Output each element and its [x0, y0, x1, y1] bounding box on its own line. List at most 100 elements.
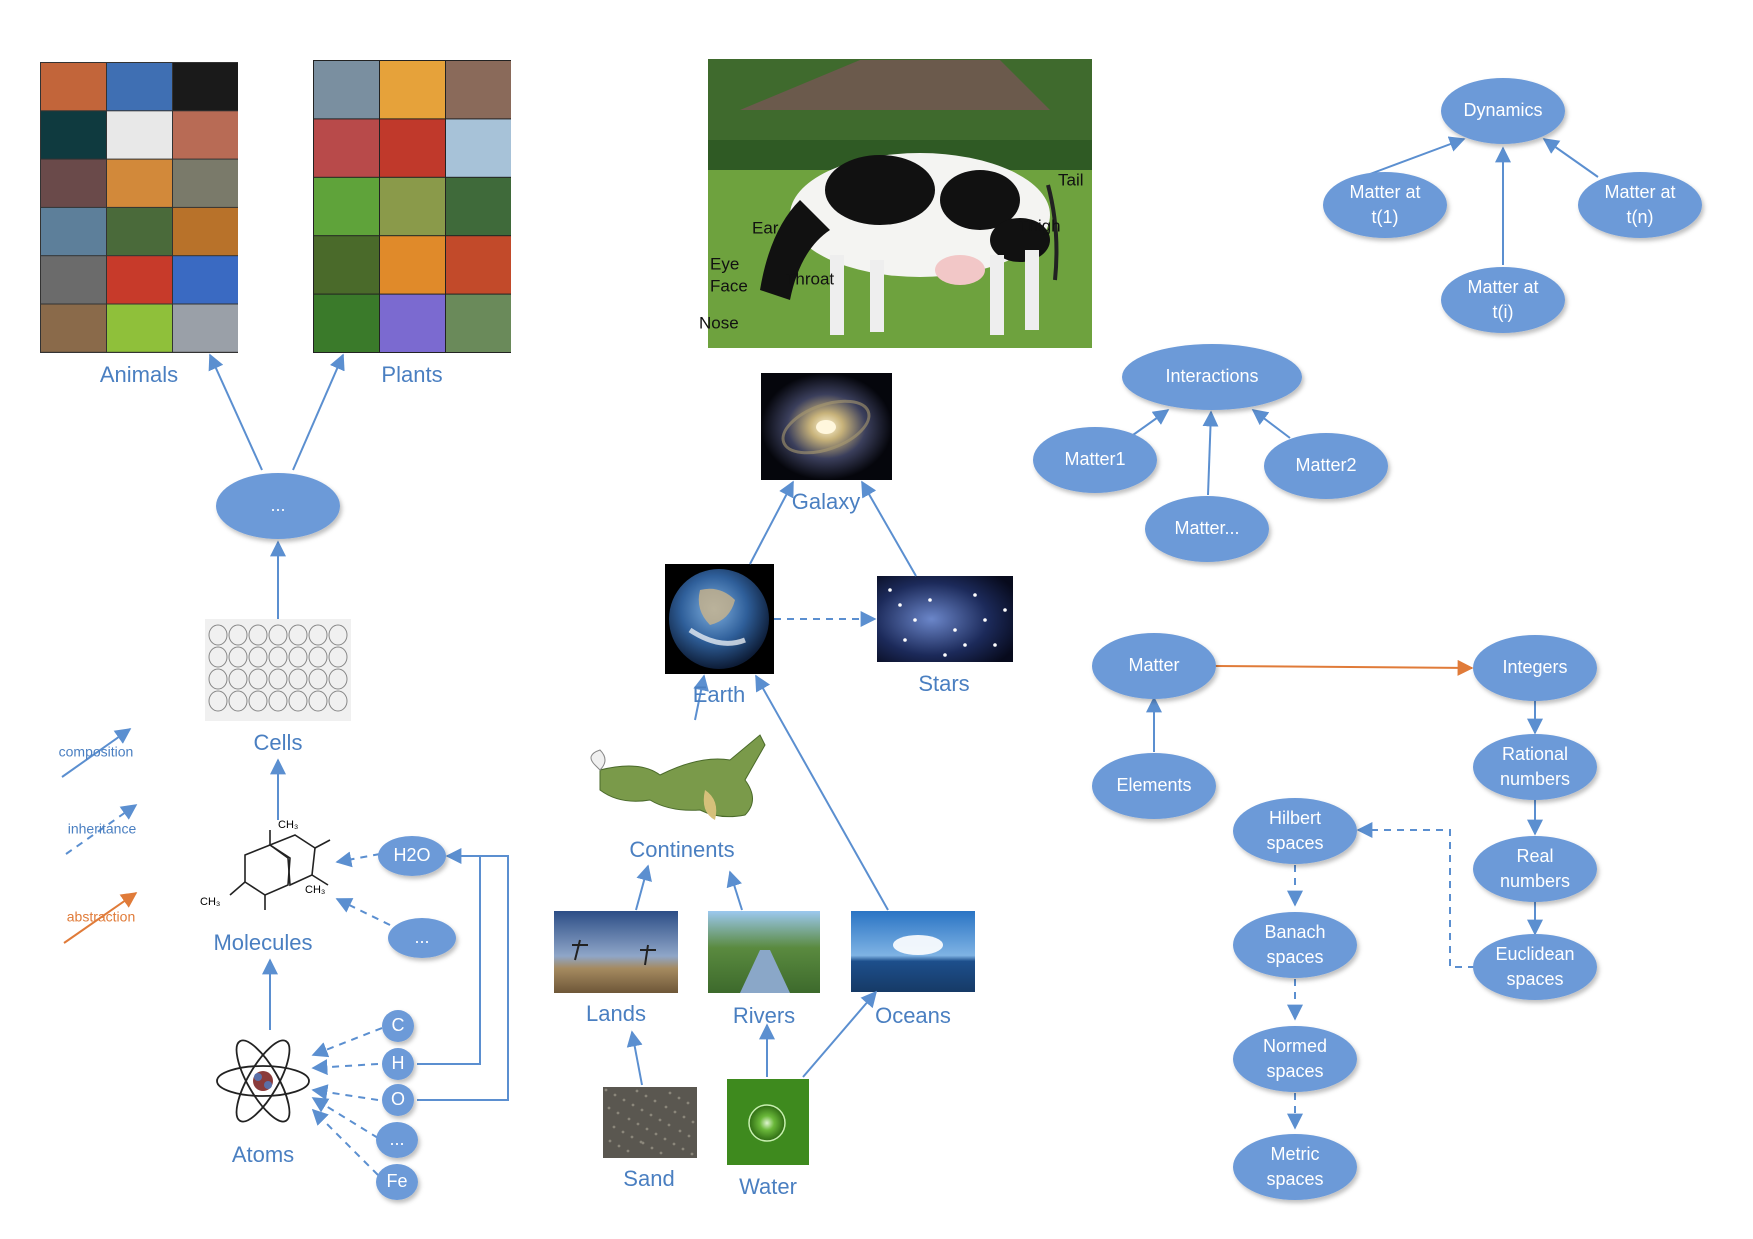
svg-text:Normed: Normed [1263, 1036, 1327, 1056]
node-real-numbers: Real numbers [1473, 836, 1597, 902]
cow-label-face: Face [710, 276, 748, 295]
edge-h-h2o [417, 848, 481, 1065]
node-h: H [382, 1048, 414, 1080]
label-oceans: Oceans [875, 1003, 951, 1028]
legend-composition-arrow [61, 728, 132, 778]
plant-collage-image [313, 60, 511, 353]
lands-photo-image [554, 911, 678, 993]
sand-photo-image [603, 1087, 697, 1158]
svg-text:Matter2: Matter2 [1295, 455, 1356, 475]
svg-text:Dynamics: Dynamics [1463, 100, 1542, 120]
galaxy-image [761, 373, 892, 480]
edge-tn-dynamics [1542, 138, 1599, 178]
label-lands: Lands [586, 1001, 646, 1026]
cow-label-ear: Ear [752, 218, 779, 237]
label-galaxy: Galaxy [792, 489, 860, 514]
edge-fe-atoms [311, 1108, 379, 1176]
svg-text:Matter at: Matter at [1604, 182, 1675, 202]
edge-sand-lands [626, 1030, 643, 1086]
label-stars: Stars [918, 671, 969, 696]
legend-composition: composition [59, 744, 134, 760]
edge-oceans-earth [755, 674, 889, 911]
atom-icon [216, 1039, 310, 1123]
label-molecules: Molecules [213, 930, 312, 955]
legend-inheritance: inheritance [68, 821, 137, 837]
label-water: Water [739, 1174, 797, 1199]
node-interactions: Interactions [1122, 344, 1302, 410]
svg-text:Elements: Elements [1116, 775, 1191, 795]
svg-text:Matter...: Matter... [1174, 518, 1239, 538]
edge-c-atoms [311, 1027, 383, 1058]
svg-text:Euclidean: Euclidean [1495, 944, 1574, 964]
node-atom-more: ... [376, 1122, 418, 1158]
label-continents: Continents [629, 837, 734, 862]
svg-text:t(1): t(1) [1372, 207, 1399, 227]
molecule-ch3-right: CH₃ [305, 884, 325, 896]
rivers-photo-image [708, 911, 820, 993]
legend-inheritance-arrow [65, 804, 138, 855]
svg-text:Real: Real [1516, 846, 1553, 866]
svg-text:Matter1: Matter1 [1064, 449, 1125, 469]
edge-mattermore-interactions [1202, 410, 1219, 496]
molecule-structure-icon [229, 830, 331, 910]
legend: composition inheritance abstraction [59, 728, 138, 944]
node-ellipsis-top: ... [216, 473, 340, 539]
legend-abstraction-arrow [63, 892, 138, 944]
node-h2o: H2O [378, 836, 446, 876]
label-atoms: Atoms [232, 1142, 294, 1167]
edge-matter-integers [1214, 659, 1474, 676]
svg-text:Metric: Metric [1271, 1144, 1320, 1164]
edge-moremol-molecules [335, 898, 391, 926]
svg-text:...: ... [389, 1129, 404, 1149]
node-euclidean-spaces: Euclidean spaces [1473, 934, 1597, 1000]
node-matter1: Matter1 [1033, 427, 1157, 493]
earth-image [665, 564, 774, 674]
svg-text:Banach: Banach [1264, 922, 1325, 942]
edge-matter1-interactions [1132, 409, 1170, 436]
molecule-ch3-left: CH₃ [200, 896, 220, 908]
node-metric-spaces: Metric spaces [1233, 1134, 1357, 1200]
label-cells: Cells [254, 730, 303, 755]
node-integers: Integers [1473, 635, 1597, 701]
molecule-ch3-top: CH₃ [278, 819, 298, 831]
edge-matter2-interactions [1251, 409, 1291, 439]
cow-label-throat: Throat [785, 269, 834, 288]
node-matter-more: Matter... [1145, 496, 1269, 562]
edge-rivers-continents [726, 870, 743, 911]
svg-text:t(i): t(i) [1493, 302, 1514, 322]
node-banach-spaces: Banach spaces [1233, 912, 1357, 978]
edges [208, 136, 1599, 1176]
cells-drawing-image [205, 619, 351, 721]
svg-text:Hilbert: Hilbert [1269, 808, 1321, 828]
edge-euclidean-hilbert [1356, 822, 1475, 968]
edge-o-h2o [417, 855, 509, 1101]
svg-text:numbers: numbers [1500, 769, 1570, 789]
water-drop-image [727, 1079, 809, 1165]
svg-text:...: ... [414, 927, 429, 947]
edge-dots-animals [208, 353, 263, 471]
svg-text:Integers: Integers [1502, 657, 1567, 677]
node-molecule-more: ... [388, 918, 456, 958]
edge-moreatom-atoms [311, 1097, 379, 1139]
svg-text:O: O [391, 1089, 405, 1109]
continents-map-image [590, 734, 766, 820]
animal-collage-image [40, 62, 238, 353]
edge-lands-continents [635, 864, 652, 911]
edge-dots-plants [292, 353, 345, 471]
node-o: O [382, 1084, 414, 1116]
svg-text:Matter at: Matter at [1467, 277, 1538, 297]
edge-o-atoms [311, 1084, 379, 1101]
svg-text:spaces: spaces [1266, 947, 1323, 967]
node-matter-t1: Matter at t(1) [1323, 172, 1447, 238]
svg-text:...: ... [270, 495, 285, 515]
edge-t1-dynamics [1361, 136, 1466, 178]
svg-text:H: H [392, 1053, 405, 1073]
edge-h-atoms [311, 1059, 379, 1076]
label-animals: Animals [100, 362, 178, 387]
node-hilbert-spaces: Hilbert spaces [1233, 798, 1357, 864]
edge-stars-galaxy [861, 480, 917, 577]
node-rational-numbers: Rational numbers [1473, 734, 1597, 800]
cow-photo-image: Tail Thigh Ear Eye Face Throat Nose [699, 59, 1092, 348]
node-matter: Matter [1092, 633, 1216, 699]
node-elements: Elements [1092, 753, 1216, 819]
